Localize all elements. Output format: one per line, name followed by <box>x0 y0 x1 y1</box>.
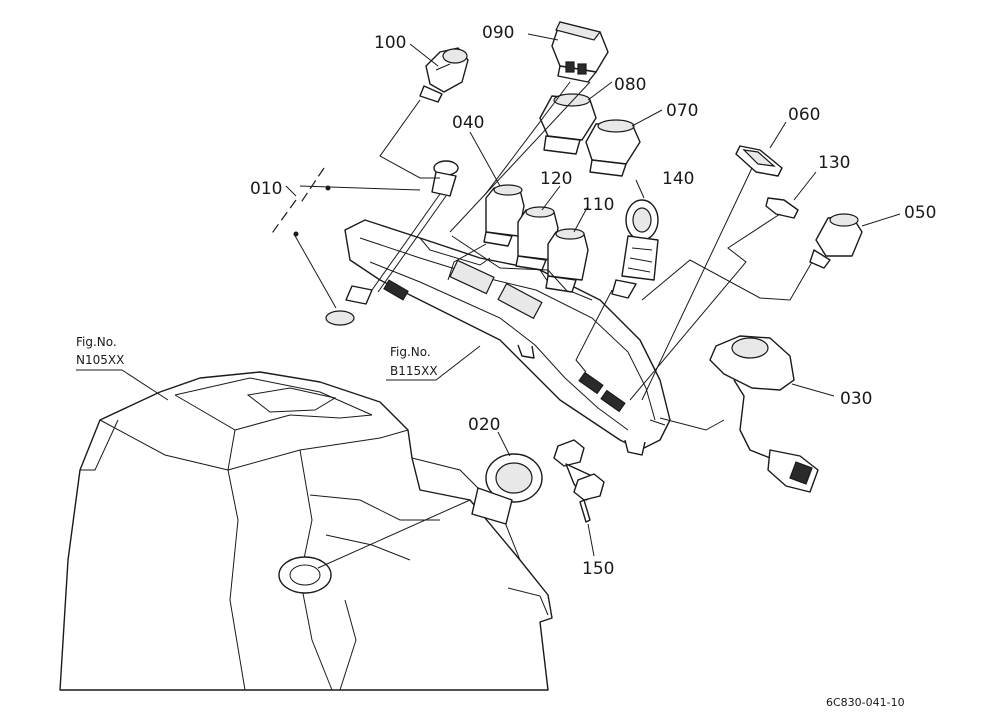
part-090-switch <box>551 21 609 83</box>
label-040: 040 <box>452 113 484 133</box>
fig-ref-left-title: Fig.No. <box>76 335 117 349</box>
dashboard-housing <box>59 371 553 691</box>
label-090: 090 <box>482 23 514 43</box>
label-020: 020 <box>468 415 500 435</box>
drawing-code: 6C830-041-10 <box>826 696 905 709</box>
part-labels: 100 090 080 070 040 120 110 140 060 130 … <box>76 23 936 709</box>
fig-ref-center-code: B115XX <box>390 364 438 378</box>
part-050-switch <box>809 213 863 269</box>
fig-ref-center-title: Fig.No. <box>390 345 431 359</box>
label-030: 030 <box>840 389 872 409</box>
label-140: 140 <box>662 169 694 189</box>
label-120: 120 <box>540 169 572 189</box>
label-060: 060 <box>788 105 820 125</box>
leader-lines <box>76 33 901 569</box>
label-130: 130 <box>818 153 850 173</box>
part-040-plug <box>483 184 525 247</box>
label-100: 100 <box>374 33 406 53</box>
label-080: 080 <box>614 75 646 95</box>
label-110: 110 <box>582 195 614 215</box>
part-130-clip <box>765 197 799 219</box>
label-050: 050 <box>904 203 936 223</box>
part-060-seal <box>735 145 783 177</box>
part-150-keys <box>553 439 605 523</box>
label-070: 070 <box>666 101 698 121</box>
part-030-sensor <box>709 335 819 493</box>
fig-ref-left-code: N105XX <box>76 353 124 367</box>
panel-bracket <box>344 219 671 456</box>
part-020-lock <box>471 453 543 525</box>
callout-dot <box>325 185 331 191</box>
label-010: 010 <box>250 179 282 199</box>
part-140-socket <box>611 199 659 299</box>
callout-dot <box>293 231 299 237</box>
part-100-switch <box>419 47 469 103</box>
part-010-bolt <box>269 160 459 326</box>
part-110-plug <box>545 228 589 293</box>
part-070-switch <box>585 119 641 177</box>
part-080-switch <box>539 93 597 155</box>
label-150: 150 <box>582 559 614 579</box>
